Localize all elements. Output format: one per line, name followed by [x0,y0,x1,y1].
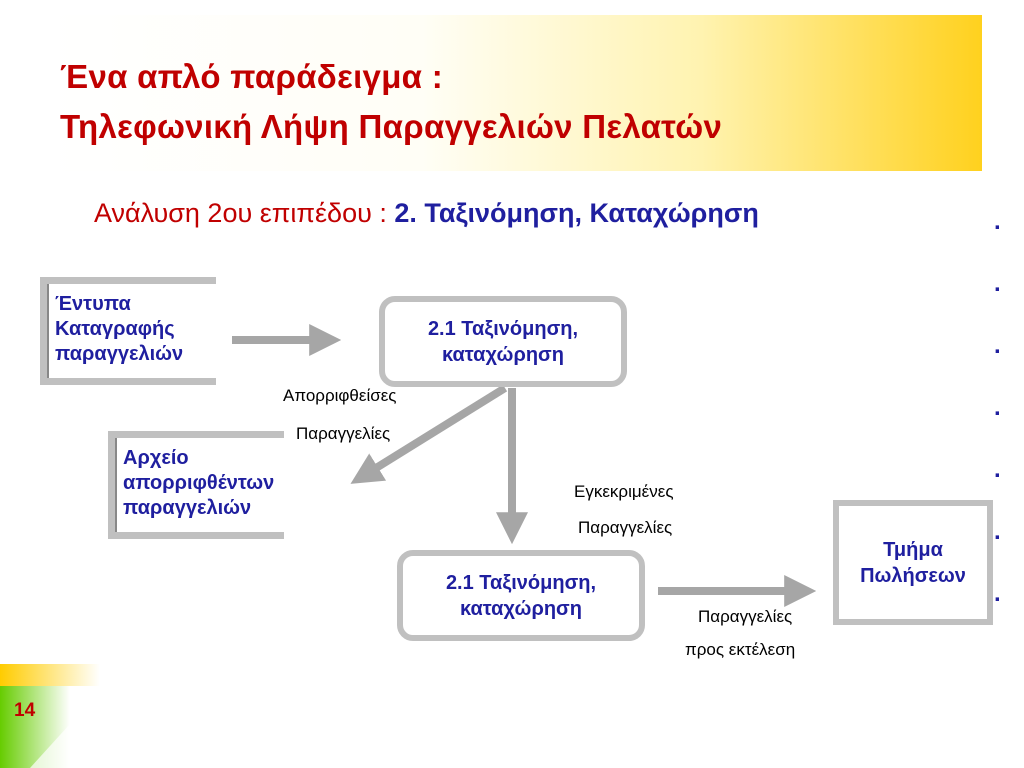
subtitle: Ανάλυση 2ου επιπέδου : 2. Ταξινόμηση, Κα… [94,198,759,229]
corner-decoration [0,664,100,768]
bullet-dot: . [994,456,1001,483]
arrow-rejected-orders [350,384,508,484]
bullet-dot: . [994,580,1001,607]
store-forms-label: Έντυπα Καταγραφής παραγγελιών [55,292,183,367]
flow-label-execution-1: Παραγγελίες [698,607,793,626]
flow-label-execution-2: προς εκτέλεση [685,640,796,659]
store-rejected-label: Αρχείο απορριφθέντων παραγγελιών [123,446,274,521]
bullet-column: . . . . . . . [994,208,1014,646]
subtitle-prefix: Ανάλυση 2ου επιπέδου : [94,198,395,228]
store-rejected-line: απορριφθέντων [123,472,275,494]
bullet-dot: . [994,394,1001,421]
store-rejected-shape [108,431,284,539]
entity-sales-label: Τμήμα Πωλήσεων [860,538,966,587]
bullet-dot: . [994,208,1001,235]
title-line-2: Τηλεφωνική Λήψη Παραγγελιών Πελατών [60,108,723,145]
process-top-label: 2.1 Ταξινόμηση, καταχώρηση [427,317,579,366]
store-rejected-line: παραγγελιών [123,497,252,519]
flow-label-approved-1: Εγκεκριμένες [574,482,674,501]
bullet-dot: . [994,518,1001,545]
subtitle-bold: 2. Ταξινόμηση, Καταχώρηση [394,198,759,228]
process-bottom: 2.1 Ταξινόμηση, καταχώρηση [397,550,645,641]
flow-label-rejected-2: Παραγγελίες [296,424,391,443]
entity-sales: Τμήμα Πωλήσεων [833,500,993,625]
store-rejected-line: Αρχείο [123,447,189,469]
process-bottom-label: 2.1 Ταξινόμηση, καταχώρηση [445,571,597,620]
store-forms-line: παραγγελιών [55,343,184,365]
store-forms-line: Καταγραφής [55,318,175,340]
process-top: 2.1 Ταξινόμηση, καταχώρηση [379,296,627,387]
bullet-dot: . [994,332,1001,359]
store-forms-line: Έντυπα [55,293,131,315]
title-line-1: Ένα απλό παράδειγμα : [60,58,444,95]
flow-label-approved-2: Παραγγελίες [578,518,673,537]
title-band [48,15,982,171]
flow-label-rejected-1: Απορριφθείσες [283,386,397,405]
slide-number: 14 [14,700,36,721]
bullet-dot: . [994,270,1001,297]
store-forms-shape [40,277,216,385]
